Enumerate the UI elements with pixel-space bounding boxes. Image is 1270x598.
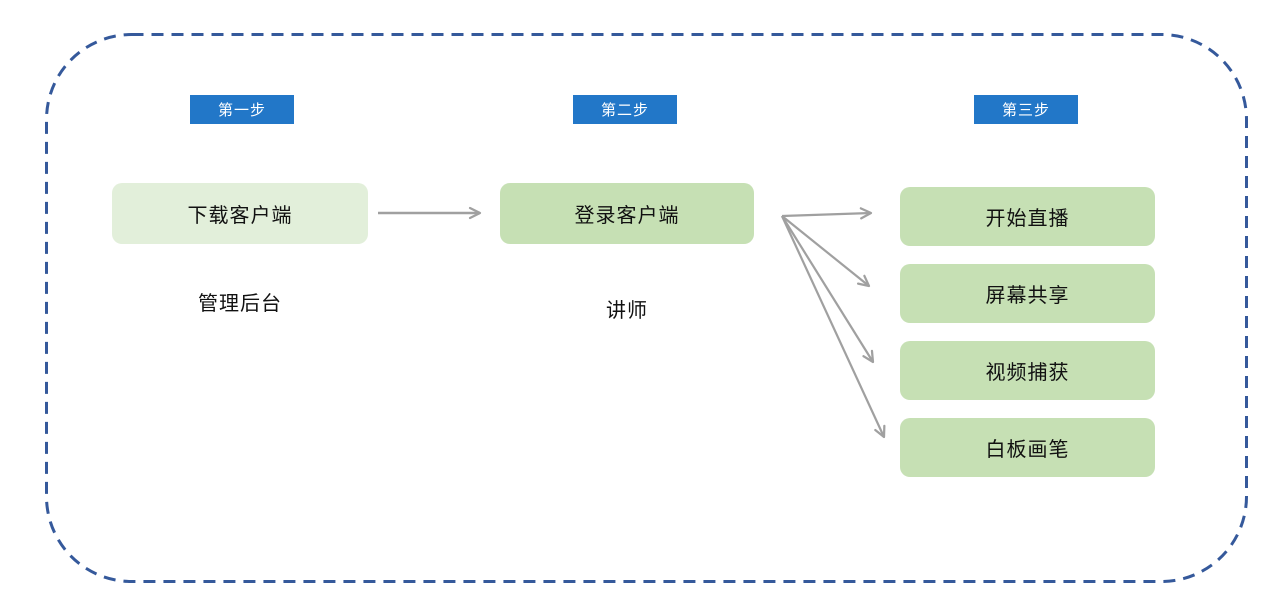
- arrow-login-to-whiteboard-pen: [781, 215, 886, 439]
- arrow-login-to-video-capture: [781, 215, 875, 364]
- arrow-login-to-start-live: [781, 207, 873, 220]
- arrow-login-to-screen-share: [781, 215, 871, 288]
- node-login-client: 登录客户端: [500, 183, 754, 244]
- step-badge-3: 第三步: [974, 95, 1078, 124]
- step-badge-1: 第一步: [190, 95, 294, 124]
- node-screen-share: 屏幕共享: [900, 264, 1155, 323]
- node-start-live: 开始直播: [900, 187, 1155, 246]
- node-whiteboard-pen: 白板画笔: [900, 418, 1155, 477]
- caption-admin-backend: 管理后台: [198, 293, 282, 315]
- step-badge-2: 第二步: [573, 95, 677, 124]
- node-video-capture: 视频捕获: [900, 341, 1155, 400]
- caption-lecturer: 讲师: [606, 300, 648, 322]
- node-download-client: 下载客户端: [112, 183, 368, 244]
